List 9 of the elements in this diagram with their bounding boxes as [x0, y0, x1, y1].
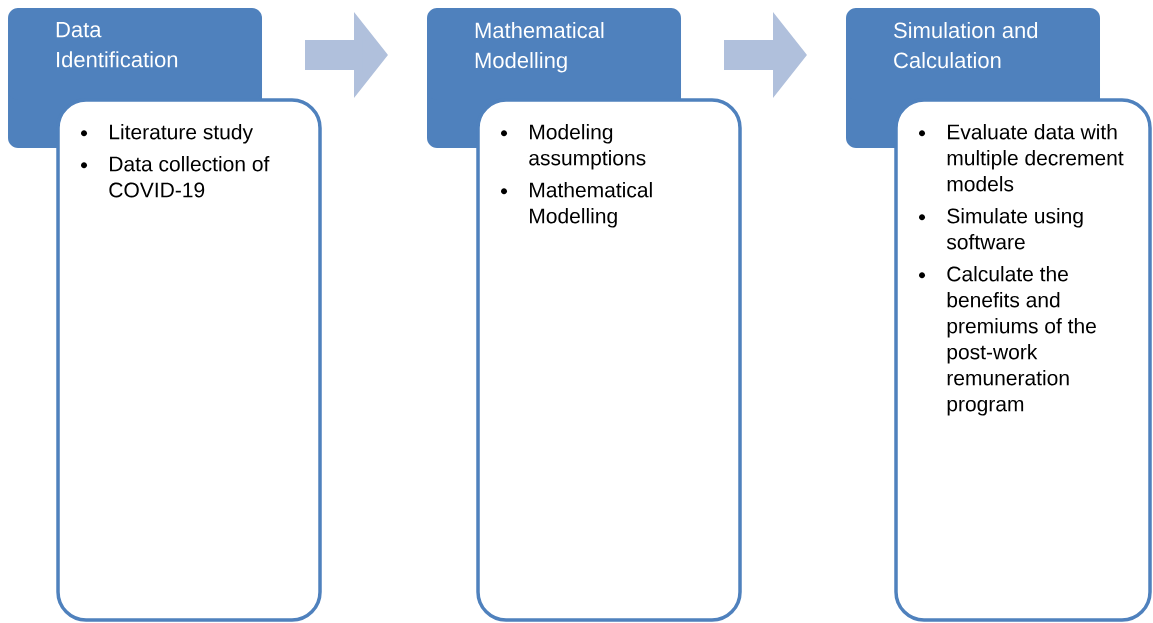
step-header-box: Data Identification [8, 8, 262, 100]
bullet-list-box: Evaluate data with multiple decrement models Simulate using software Calculate the benefits and premiums of the post-work remuneration program [894, 98, 1152, 622]
step-header-box: Simulation and Calculation [846, 8, 1100, 100]
node-label: Simulation and Calculation [894, 21, 1038, 69]
bullet-list-box: Modeling assumptions Mathematical Modelling [476, 98, 742, 622]
step-header-box: Mathematical Modelling [427, 8, 681, 100]
node-label: Mathematical Modelling [475, 21, 604, 73]
node-label: Data Identification [56, 22, 178, 68]
bullet-list-box: Literature study Data collection of COVID-19 [56, 98, 322, 622]
